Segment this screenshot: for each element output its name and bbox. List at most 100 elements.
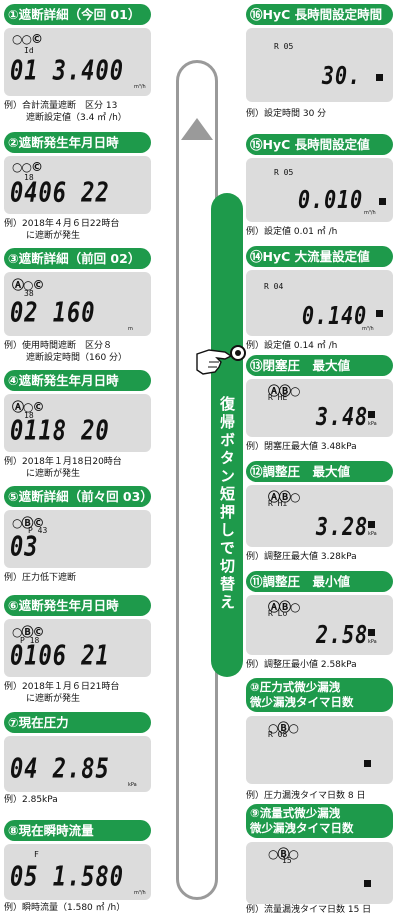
lcd-unit: kPa	[128, 782, 137, 788]
panel-title: ⑥遮断発生年月日時	[4, 595, 151, 616]
lcd-main-value: 3.28	[316, 511, 369, 541]
panel-title: ④遮断発生年月日時	[4, 370, 151, 391]
status-symbols: Ⓐ○©	[12, 278, 45, 292]
lcd-main-value: 0106 21	[10, 640, 110, 672]
status-symbols: ○Ⓑ©	[12, 625, 45, 639]
lcd-small-code: 38	[24, 289, 34, 298]
panel-title: ⑦現在圧力	[4, 712, 151, 733]
lcd-small-code: 18	[24, 411, 34, 420]
panel-title: ①遮断詳細（今回 01）	[4, 4, 151, 25]
example-note: 例）調整圧最小値 2.58kPa	[246, 660, 357, 670]
example-note: 遮断設定値（3.4 ㎥ /h）	[26, 113, 127, 123]
lcd-small-code: 18	[24, 173, 34, 182]
status-symbols: ○○©	[12, 160, 43, 174]
example-note: 例）閉塞圧最大値 3.48kPa	[246, 442, 357, 452]
lcd-small-code: R Lo	[268, 609, 288, 618]
example-note: 遮断設定時間（160 分）	[26, 353, 128, 363]
lcd-display: R 04 0.140 m³/h	[246, 270, 393, 336]
example-note: 例）圧力低下遮断	[4, 573, 77, 583]
lcd-small-code: R 05	[274, 42, 294, 51]
lcd-display: ⒶⒷ○ R HE 3.48 kPa	[246, 379, 393, 437]
lcd-display: Ⓐ○© 38 02 160 m	[4, 272, 151, 336]
panel-title: ②遮断発生年月日時	[4, 132, 151, 153]
panel-title: ⑮HyC 長時間設定値	[246, 134, 393, 155]
example-note: 例）2018年１月６日21時台	[4, 682, 120, 692]
switch-instruction-text: 復帰ボタン短押しで切替え	[218, 396, 236, 612]
lcd-display: F 05 1.580 m³/h	[4, 844, 151, 900]
lcd-unit: m³/h	[134, 84, 146, 90]
lcd-display: ○○© Id 01 3.400 m³/h	[4, 28, 151, 96]
lcd-unit: kPa	[368, 421, 377, 427]
lcd-main-value: 01 3.400	[10, 55, 124, 87]
example-note: 例）使用時間遮断 区分８	[4, 341, 113, 351]
example-note: 例）圧力漏洩タイマ日数 8 日	[246, 791, 366, 801]
example-note: に遮断が発生	[26, 694, 81, 704]
lcd-display: R 05 0.010 m³/h	[246, 158, 393, 222]
lcd-display: 04 2.85 kPa	[4, 736, 151, 792]
lcd-small-code: F	[34, 850, 39, 859]
panel-title: ⑭HyC 大流量設定値	[246, 246, 393, 267]
lcd-small-code: R 08	[268, 730, 288, 739]
lcd-small-code: R HE	[268, 393, 288, 402]
lcd-unit: m³/h	[134, 890, 146, 896]
status-symbols: ⒶⒷ○	[268, 384, 301, 398]
panel-title: ⑧現在瞬時流量	[4, 820, 151, 841]
lcd-display: ⒶⒷ○ R Lo 2.58 kPa	[246, 595, 393, 655]
lcd-indicator-block	[376, 74, 383, 81]
panel-title: ⑨流量式微少漏洩 微少漏洩タイマ日数	[246, 804, 393, 838]
lcd-small-code: Id	[24, 46, 34, 55]
lcd-indicator-block	[364, 760, 371, 767]
lcd-display: ⒶⒷ○ R Hı 3.28 kPa	[246, 485, 393, 547]
lcd-main-value: 0118 20	[10, 415, 110, 447]
lcd-main-value: 0406 22	[10, 177, 110, 209]
lcd-unit: m³/h	[364, 210, 376, 216]
panel-title: ⑤遮断詳細（前々回 03）	[4, 486, 151, 507]
panel-title: ⑫調整圧 最大値	[246, 461, 393, 482]
lcd-display: ○Ⓑ© P 18 0106 21	[4, 619, 151, 677]
lcd-display: ○○© 18 0406 22	[4, 156, 151, 214]
lcd-unit: kPa	[368, 639, 377, 645]
lcd-small-code: 15	[282, 856, 292, 865]
lcd-small-code: P 18	[20, 636, 40, 645]
lcd-indicator-block	[368, 629, 375, 636]
example-note: に遮断が発生	[26, 231, 81, 241]
lcd-indicator-block	[368, 411, 375, 418]
pointing-hand-icon	[196, 349, 233, 375]
status-symbols: ○Ⓑ©	[12, 516, 45, 530]
example-note: に遮断が発生	[26, 469, 81, 479]
status-symbols: Ⓐ○©	[12, 400, 45, 414]
lcd-small-code: R 05	[274, 168, 294, 177]
lcd-main-value: 03	[10, 531, 39, 563]
lcd-main-value: 02 160	[10, 297, 96, 329]
switch-instruction-pill	[211, 193, 243, 677]
lcd-indicator-block	[376, 310, 383, 317]
panel-title: ⑪調整圧 最小値	[246, 571, 393, 592]
example-note: 例）2.85kPa	[4, 795, 58, 805]
panel-title: ③遮断詳細（前回 02）	[4, 248, 151, 269]
lcd-display: ○Ⓑ○ 15	[246, 842, 393, 904]
status-symbols: ⒶⒷ○	[268, 600, 301, 614]
example-note: 例）設定値 0.01 ㎥ /h	[246, 227, 338, 237]
example-note: 例）調整圧最大値 3.28kPa	[246, 552, 357, 562]
lcd-unit: m³/h	[362, 326, 374, 332]
example-note: 例）2018年１月18日20時台	[4, 457, 122, 467]
lcd-display: ○Ⓑ© P 43 03	[4, 510, 151, 568]
lcd-main-value: 05 1.580	[10, 861, 124, 893]
lcd-small-code: R 04	[264, 282, 284, 291]
lcd-display: ○Ⓑ○ R 08	[246, 716, 393, 784]
status-symbols: ○Ⓑ○	[268, 847, 299, 861]
lcd-display: Ⓐ○© 18 0118 20	[4, 394, 151, 452]
lcd-indicator-block	[368, 521, 375, 528]
lcd-small-code: P 43	[28, 526, 48, 535]
example-note: 例）合計流量遮断 区分 13	[4, 101, 118, 111]
lcd-unit: kPa	[368, 531, 377, 537]
lcd-main-value: 30.	[322, 60, 362, 90]
example-note: 例）2018年４月６日22時台	[4, 219, 120, 229]
lcd-display: R 05 30.	[246, 28, 393, 102]
lcd-unit: m	[128, 326, 133, 332]
example-note: 例）流量漏洩タイマ日数 15 日	[246, 905, 372, 915]
reset-button-icon	[230, 345, 246, 361]
lcd-small-code: R Hı	[268, 499, 288, 508]
lcd-indicator-block	[379, 198, 386, 205]
panel-title: ⑬閉塞圧 最大値	[246, 355, 393, 376]
